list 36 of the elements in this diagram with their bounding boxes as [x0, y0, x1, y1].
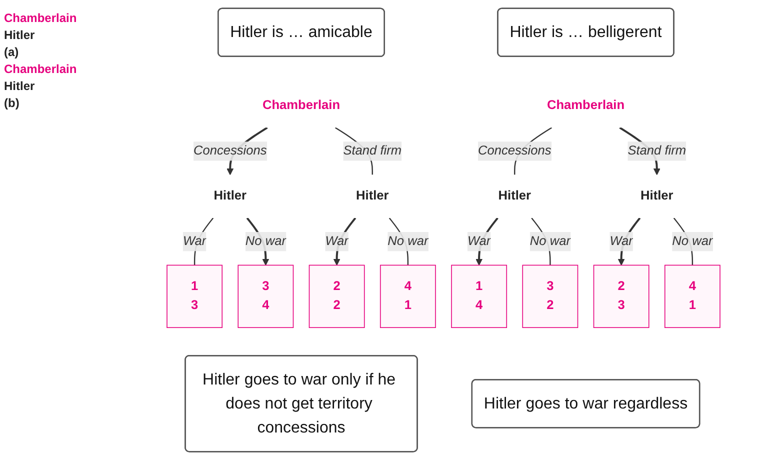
edge-label: War [325, 234, 348, 248]
edge-label: Concessions [478, 144, 552, 158]
node-box: 1 4 [451, 264, 508, 328]
edge-label: No war [245, 234, 286, 248]
row-label: (b) [4, 96, 20, 110]
node-text: Chamberlain [262, 98, 340, 112]
row-label: Chamberlain [4, 11, 78, 25]
arrow [333, 217, 356, 266]
node-text: Hitler [356, 189, 389, 203]
node-box: 2 3 [593, 264, 650, 328]
node-box: 4 1 [664, 264, 720, 328]
connector [194, 218, 214, 266]
node-box: 4 1 [380, 264, 436, 328]
edge-label: War [467, 234, 491, 248]
edge-label: War [182, 234, 206, 248]
edge-label: Stand firm [343, 144, 402, 158]
row-label: (a) [4, 45, 20, 59]
node-box: 2 2 [308, 264, 365, 328]
node-text: Hitler [640, 189, 674, 203]
edge-label: Stand firm [628, 144, 686, 158]
arrow [618, 217, 641, 266]
node-box: 3 4 [238, 264, 294, 328]
node-text: Hitler [498, 189, 531, 203]
edge-label: No war [672, 234, 713, 248]
edge-label: No war [388, 234, 428, 248]
edge-label: No war [530, 234, 570, 248]
row-label: Hitler [4, 28, 36, 42]
node-text: Hitler [214, 189, 246, 203]
edge-label: War [610, 234, 633, 248]
edge-label: Concessions [193, 144, 267, 158]
node-text: Chamberlain [546, 98, 625, 112]
row-label: Hitler [4, 79, 36, 93]
arrow [476, 217, 498, 266]
node-box: 3 2 [522, 264, 578, 328]
node-box: 1 3 [166, 264, 223, 328]
row-label: Chamberlain [4, 62, 78, 76]
